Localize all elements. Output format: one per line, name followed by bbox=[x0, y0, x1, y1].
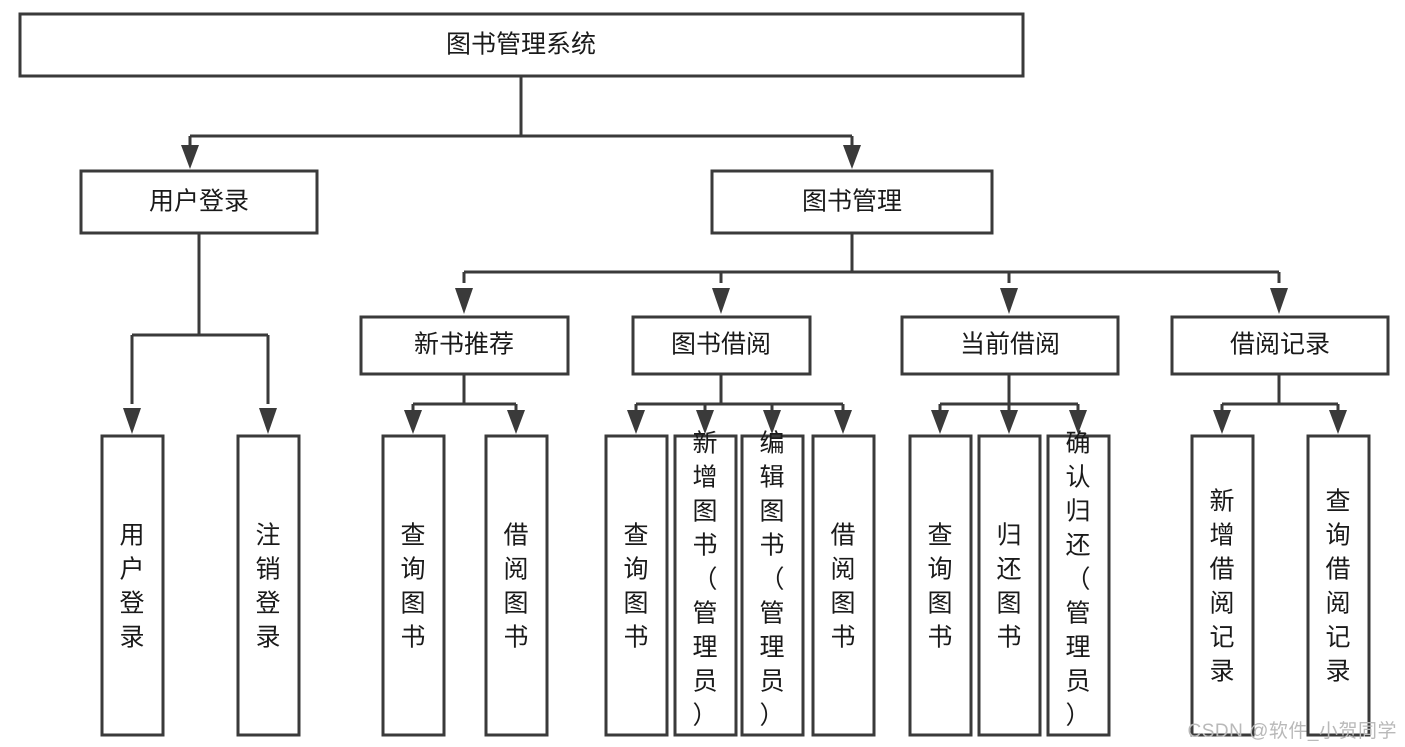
leaf-currentborrow-return[interactable]: 归还图书 bbox=[977, 434, 1042, 737]
leaf-user-login-logout-label: 注销登录 bbox=[255, 522, 280, 652]
leaf-bookborrow-edit[interactable]: 编辑图书（管理员） bbox=[740, 430, 805, 737]
leaf-bookborrow-borrow-label: 借阅图书 bbox=[830, 522, 855, 652]
node-user-login[interactable]: 用户登录 bbox=[79, 169, 319, 235]
leaf-user-login-login-label: 用户登录 bbox=[119, 522, 144, 652]
leaf-currentborrow-query-label: 查询图书 bbox=[927, 522, 952, 652]
node-borrow-record-label: 借阅记录 bbox=[1230, 331, 1330, 359]
leaf-currentborrow-confirm[interactable]: 确认归还（管理员） bbox=[1046, 430, 1111, 737]
connector-userlogin-to-leaves bbox=[123, 233, 277, 434]
leaf-currentborrow-return-label: 归还图书 bbox=[996, 522, 1021, 652]
node-book-management[interactable]: 图书管理 bbox=[710, 169, 994, 235]
node-user-login-label: 用户登录 bbox=[149, 188, 249, 216]
node-root-label: 图书管理系统 bbox=[446, 31, 596, 59]
node-book-borrow-label: 图书借阅 bbox=[671, 331, 771, 359]
node-current-borrow-label: 当前借阅 bbox=[960, 331, 1060, 359]
leaf-newbook-query-label: 查询图书 bbox=[400, 522, 425, 652]
leaf-borrowrecord-query-label: 查询借阅记录 bbox=[1325, 488, 1350, 686]
node-root[interactable]: 图书管理系统 bbox=[18, 12, 1025, 78]
node-new-book-recommend[interactable]: 新书推荐 bbox=[359, 315, 570, 376]
node-current-borrow[interactable]: 当前借阅 bbox=[900, 315, 1120, 376]
leaf-bookborrow-query-label: 查询图书 bbox=[623, 522, 648, 652]
connector-currentborrow-to-leaves bbox=[931, 374, 1087, 434]
leaf-bookborrow-edit-label: 编辑图书（管理员） bbox=[759, 430, 784, 730]
leaf-currentborrow-confirm-label: 确认归还（管理员） bbox=[1065, 430, 1090, 730]
leaf-user-login-logout[interactable]: 注销登录 bbox=[236, 434, 301, 737]
leaf-newbook-borrow[interactable]: 借阅图书 bbox=[484, 434, 549, 737]
node-new-book-recommend-label: 新书推荐 bbox=[414, 331, 514, 359]
node-borrow-record[interactable]: 借阅记录 bbox=[1170, 315, 1390, 376]
connector-level2-to-level3 bbox=[455, 233, 1288, 314]
leaf-bookborrow-query[interactable]: 查询图书 bbox=[604, 434, 669, 737]
leaf-user-login-login[interactable]: 用户登录 bbox=[100, 434, 165, 737]
connector-borrowrecord-to-leaves bbox=[1213, 374, 1347, 434]
leaf-bookborrow-borrow[interactable]: 借阅图书 bbox=[811, 434, 876, 737]
leaf-bookborrow-add-label: 新增图书（管理员） bbox=[692, 430, 717, 730]
leaf-newbook-borrow-label: 借阅图书 bbox=[503, 522, 528, 652]
leaf-borrowrecord-add-label: 新增借阅记录 bbox=[1209, 488, 1234, 686]
node-book-borrow[interactable]: 图书借阅 bbox=[631, 315, 812, 376]
leaf-newbook-query[interactable]: 查询图书 bbox=[381, 434, 446, 737]
connector-bookborrow-to-leaves bbox=[627, 374, 852, 434]
node-book-management-label: 图书管理 bbox=[802, 188, 902, 216]
leaf-borrowrecord-query[interactable]: 查询借阅记录 bbox=[1306, 434, 1371, 737]
leaf-currentborrow-query[interactable]: 查询图书 bbox=[908, 434, 973, 737]
leaf-borrowrecord-add[interactable]: 新增借阅记录 bbox=[1190, 434, 1255, 737]
connector-root-to-level2 bbox=[181, 76, 861, 169]
connector-newbook-to-leaves bbox=[404, 374, 525, 434]
leaf-bookborrow-add[interactable]: 新增图书（管理员） bbox=[673, 430, 738, 737]
